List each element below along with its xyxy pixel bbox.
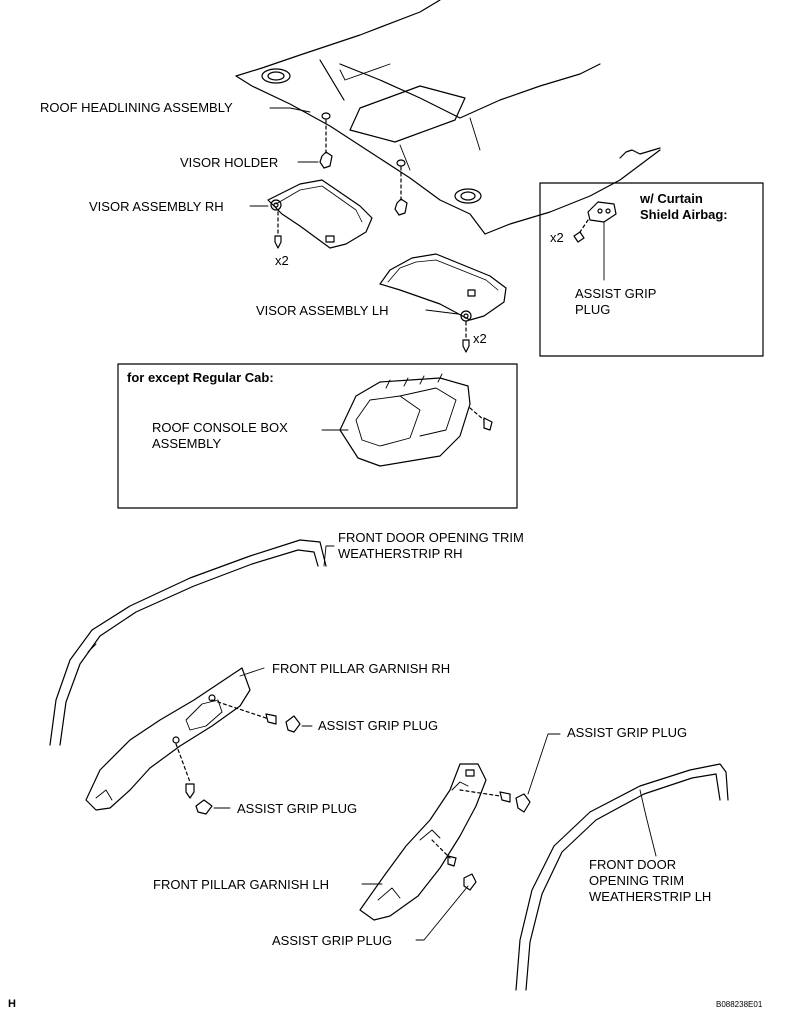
label-roof-headlining: ROOF HEADLINING ASSEMBLY xyxy=(40,100,233,115)
corner-mark: H xyxy=(8,998,16,1010)
weatherstrip-rh-shape xyxy=(49,539,327,746)
label-x2-airbag: x2 xyxy=(550,230,564,245)
figure-code: B088238E01 xyxy=(716,1000,763,1009)
label-visor-rh: VISOR ASSEMBLY RH xyxy=(89,199,224,214)
leader-lines xyxy=(213,107,657,941)
label-console-title: for except Regular Cab: xyxy=(127,370,274,385)
visor-holder-clips xyxy=(319,119,408,216)
label-grip-plug-3: ASSIST GRIP PLUG xyxy=(237,801,358,816)
label-airbag-title: w/ Curtain Shield Airbag: xyxy=(640,191,728,222)
roof-headlining-shape xyxy=(235,0,661,235)
roof-console-box-shape xyxy=(339,373,493,467)
label-pillar-lh: FRONT PILLAR GARNISH LH xyxy=(153,877,330,892)
console-box-frame xyxy=(117,363,518,509)
label-grip-plug-2: ASSIST GRIP PLUG xyxy=(567,725,688,740)
weatherstrip-lh-shape xyxy=(515,763,729,991)
label-x2-rh: x2 xyxy=(275,253,289,268)
airbag-plug-shape xyxy=(573,201,617,281)
label-pillar-rh: FRONT PILLAR GARNISH RH xyxy=(272,661,451,676)
label-x2-lh: x2 xyxy=(473,331,487,346)
airbag-box-frame xyxy=(539,182,764,357)
front-pillar-garnish-rh-shape xyxy=(85,667,301,815)
label-console-box: ROOF CONSOLE BOX ASSEMBLY xyxy=(152,420,288,451)
visor-rh-shape xyxy=(267,179,373,249)
label-visor-holder: VISOR HOLDER xyxy=(180,155,279,170)
label-grip-plug-1: ASSIST GRIP PLUG xyxy=(318,718,439,733)
visor-lh-shape xyxy=(379,253,507,353)
label-grip-plug-4: ASSIST GRIP PLUG xyxy=(272,933,393,948)
label-airbag-plug: ASSIST GRIP PLUG xyxy=(575,286,657,317)
label-weatherstrip-lh: FRONT DOOR OPENING TRIM WEATHERSTRIP LH xyxy=(589,857,712,904)
front-pillar-garnish-lh-shape xyxy=(359,763,531,921)
label-weatherstrip-rh: FRONT DOOR OPENING TRIM WEATHERSTRIP RH xyxy=(338,530,524,561)
label-visor-lh: VISOR ASSEMBLY LH xyxy=(256,303,389,318)
